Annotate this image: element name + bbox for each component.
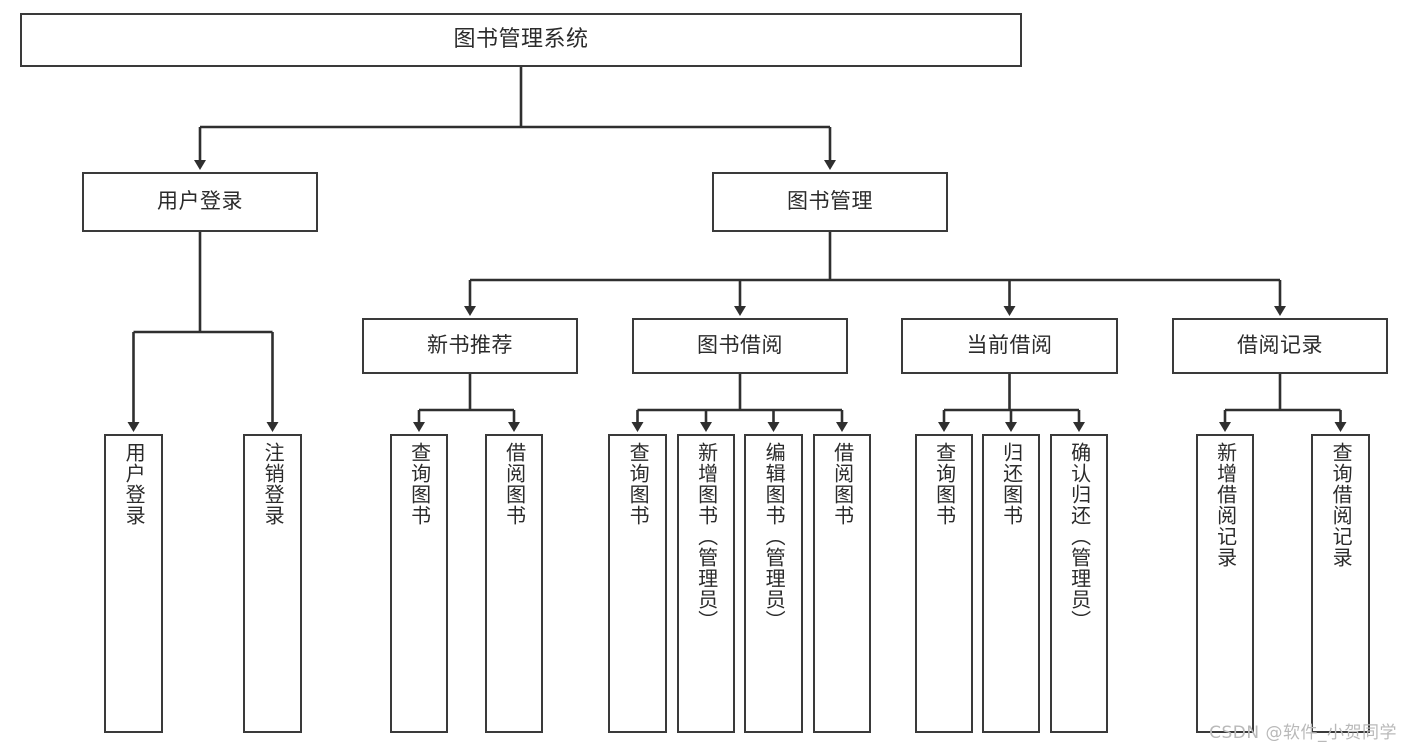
connector-bus: [419, 374, 514, 412]
node-leaf-query-record-label: 查询借阅记录: [1329, 442, 1354, 568]
node-leaf-query-book-3-label: 查询图书: [932, 442, 957, 526]
node-leaf-query-book-2-label: 查询图书: [626, 442, 651, 526]
node-leaf-query-book-3[interactable]: 查询图书: [915, 434, 973, 733]
node-new-book-rec[interactable]: 新书推荐: [362, 318, 578, 374]
node-leaf-edit-book-label: 编辑图书（管理员）: [762, 442, 787, 631]
watermark: CSDN @软件_小贺同学: [1209, 723, 1397, 743]
connector-bus: [944, 374, 1079, 412]
connector-bus: [470, 232, 1280, 282]
connector-bus: [1225, 374, 1341, 412]
node-book-borrow[interactable]: 图书借阅: [632, 318, 848, 374]
node-leaf-logout-label: 注销登录: [261, 442, 286, 526]
node-leaf-borrow-book-2[interactable]: 借阅图书: [813, 434, 871, 733]
node-leaf-add-record[interactable]: 新增借阅记录: [1196, 434, 1254, 733]
node-leaf-query-record[interactable]: 查询借阅记录: [1311, 434, 1370, 733]
node-new-book-rec-label: 新书推荐: [427, 333, 513, 358]
node-leaf-confirm-return[interactable]: 确认归还（管理员）: [1050, 434, 1108, 733]
node-borrow-record[interactable]: 借阅记录: [1172, 318, 1388, 374]
node-leaf-return-book-label: 归还图书: [999, 442, 1024, 526]
node-root[interactable]: 图书管理系统: [20, 13, 1022, 67]
node-leaf-query-book-1-label: 查询图书: [407, 442, 432, 526]
node-leaf-borrow-book-1-label: 借阅图书: [502, 442, 527, 526]
node-leaf-add-record-label: 新增借阅记录: [1213, 442, 1238, 568]
node-borrow-record-label: 借阅记录: [1237, 333, 1323, 358]
node-current-borrow-label: 当前借阅: [966, 333, 1053, 358]
node-root-label: 图书管理系统: [453, 26, 589, 52]
node-leaf-query-book-1[interactable]: 查询图书: [390, 434, 448, 733]
connector-bus: [200, 67, 830, 129]
node-leaf-borrow-book-2-label: 借阅图书: [830, 442, 855, 526]
node-leaf-edit-book[interactable]: 编辑图书（管理员）: [744, 434, 803, 733]
node-book-manage[interactable]: 图书管理: [712, 172, 948, 232]
node-leaf-return-book[interactable]: 归还图书: [982, 434, 1040, 733]
node-leaf-query-book-2[interactable]: 查询图书: [608, 434, 667, 733]
node-leaf-confirm-return-label: 确认归还（管理员）: [1067, 442, 1092, 631]
node-leaf-add-book[interactable]: 新增图书（管理员）: [677, 434, 735, 733]
node-book-borrow-label: 图书借阅: [697, 333, 783, 358]
node-leaf-add-book-label: 新增图书（管理员）: [694, 442, 719, 631]
node-leaf-logout[interactable]: 注销登录: [243, 434, 302, 733]
node-user-login[interactable]: 用户登录: [82, 172, 318, 232]
node-current-borrow[interactable]: 当前借阅: [901, 318, 1118, 374]
connector-bus: [637, 374, 842, 412]
node-user-login-label: 用户登录: [157, 189, 243, 214]
node-leaf-user-login-label: 用户登录: [122, 442, 147, 526]
node-leaf-user-login[interactable]: 用户登录: [104, 434, 163, 733]
node-book-manage-label: 图书管理: [787, 189, 873, 214]
node-leaf-borrow-book-1[interactable]: 借阅图书: [485, 434, 543, 733]
connector-bus: [133, 232, 273, 334]
